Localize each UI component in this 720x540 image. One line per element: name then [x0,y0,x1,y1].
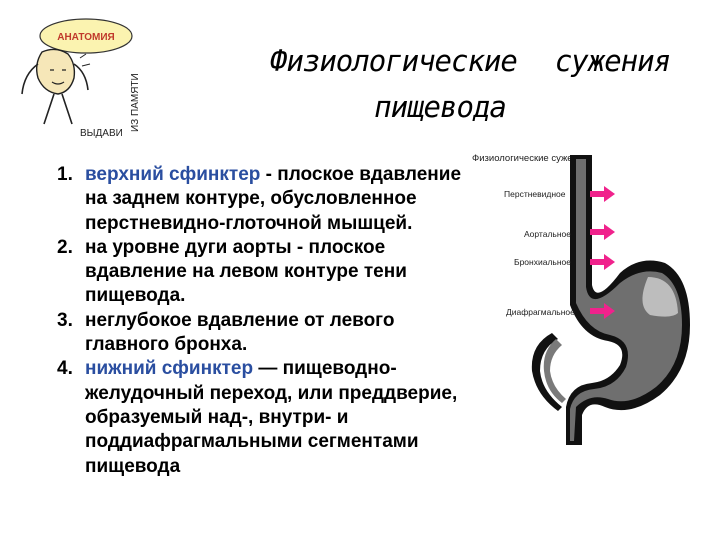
title-line2: пищевода [374,90,507,124]
item-number: 2. [57,236,73,258]
arrow-bronchial-icon [590,254,615,270]
item-number: 4. [57,358,73,380]
logo-bubble-text: АНАТОМИЯ [57,32,115,43]
list-item: 3. неглубокое вдавление от левого главног… [57,309,467,358]
item-number: 3. [57,309,73,331]
title-line1-b: сужения [554,44,671,78]
item-highlight: нижний сфинктер [85,358,254,380]
anatomy-logo: АНАТОМИЯ ВЫДАВИ ИЗ ПАМЯТИ [21,18,141,139]
esophagus-figure: Физиологические сужения: Перстневидное А… [472,153,690,445]
list-item: 4. нижний сфинктер — пищеводно-желудочный… [57,357,467,478]
label-aortic: Аортальное [524,229,571,239]
arrow-aortic-icon [590,224,615,240]
item-text: неглубокое вдавление от левого главного … [85,309,395,356]
label-diaphragmatic: Диафрагмальное [506,307,575,317]
arrow-cricoid-icon [590,186,615,202]
narrowings-list: 1. верхний сфинктер - плоское вдавление н… [57,163,467,479]
list-item: 1. верхний сфинктер - плоское вдавление н… [57,163,467,236]
logo-bottom-text: ВЫДАВИ [80,128,123,139]
arrow-diaphragmatic-icon [590,303,615,319]
list-item: 2. на уровне дуги аорты - плоское вдавлен… [57,236,467,309]
title-line1-a: Физиологические [269,44,518,78]
slide-title: Физиологические сужения пищевода [160,38,700,130]
figure-caption: Физиологические сужения: [472,153,591,164]
item-text: - плоское вдавление на заднем контуре, о… [85,164,462,234]
item-text: — пищеводно-желудочный переход, или пред… [85,358,458,477]
logo-side-text: ИЗ ПАМЯТИ [130,73,141,132]
item-text: на уровне дуги аорты - плоское вдавление… [85,236,407,307]
label-bronchial: Бронхиальное [514,257,571,267]
item-highlight: верхний сфинктер [85,164,261,185]
label-cricoid: Перстневидное [504,189,566,199]
item-number: 1. [57,164,73,185]
